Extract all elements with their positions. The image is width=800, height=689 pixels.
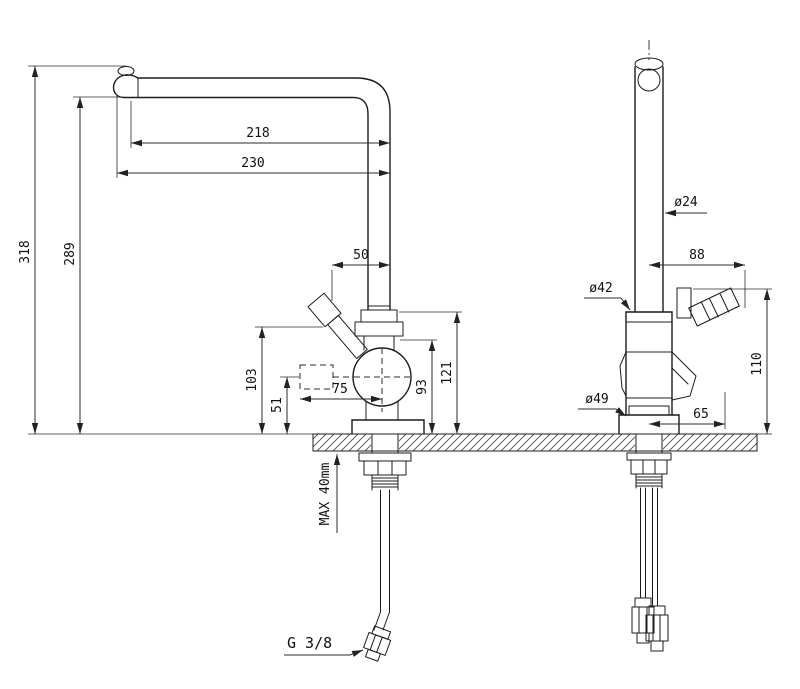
dim-body-top-height: 93 xyxy=(415,379,430,395)
dim-base-diameter: ø49 xyxy=(585,392,608,407)
dim-handle-clearance: 50 xyxy=(353,248,369,263)
dim-max-deck-thickness: MAX 40mm xyxy=(318,463,333,526)
dim-inlet-height: 51 xyxy=(270,397,285,413)
dim-spout-reach-outer: 230 xyxy=(241,156,264,171)
countertop-section xyxy=(312,433,758,452)
faucet-side-view xyxy=(112,66,425,435)
dim-handle-reach: 88 xyxy=(689,248,705,263)
dim-spout-height: 289 xyxy=(63,242,78,265)
dim-inlet-offset: 75 xyxy=(332,382,348,397)
dim-handle-top-height: 110 xyxy=(750,352,765,375)
dim-overall-height: 318 xyxy=(18,240,33,263)
front-view-undermount xyxy=(626,433,672,652)
side-view-dimensions: 318 289 218 230 50 103 51 75 93 121 MAX … xyxy=(18,65,462,657)
dim-body-diameter: ø42 xyxy=(589,281,612,296)
label-connection-thread: G 3/8 xyxy=(287,634,332,652)
front-view-dimensions: ø24 88 ø42 110 ø49 65 xyxy=(578,195,772,435)
side-view-undermount xyxy=(358,433,412,662)
dim-column-height: 121 xyxy=(440,361,455,384)
dim-spout-reach: 218 xyxy=(246,126,269,141)
dim-handle-height: 103 xyxy=(245,368,260,391)
faucet-front-view xyxy=(618,40,740,435)
dim-handle-tip-offset: 65 xyxy=(693,407,709,422)
dim-pipe-diameter: ø24 xyxy=(674,195,698,210)
